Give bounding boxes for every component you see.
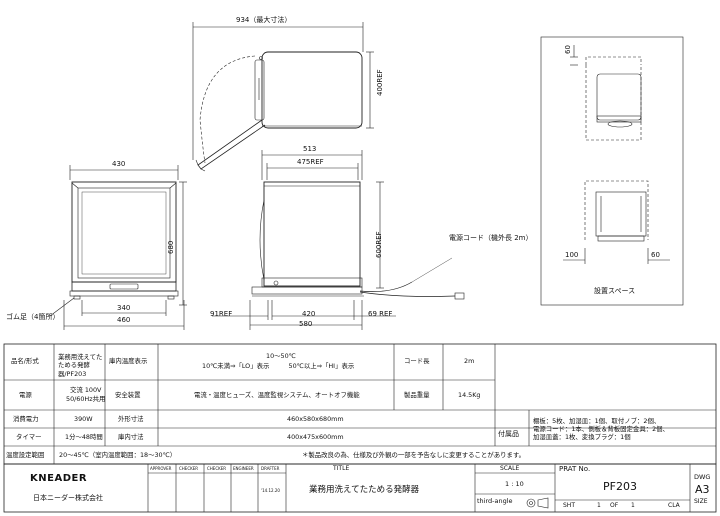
spec-temp-range-key: 温度設定範囲 <box>6 451 45 459</box>
part-no-header: PRAT No. <box>559 465 591 473</box>
drawing-title: 業務用洗えてたためる発酵器 <box>309 485 420 495</box>
spec-name-key: 品名/形式 <box>11 357 39 365</box>
of-number: 1 <box>631 502 635 509</box>
dwg-label: DWG <box>694 473 711 481</box>
dim-top-max-width: 934（最大寸法） <box>236 16 292 24</box>
spec-accessories-line2: 電源コード：1本、側板＆背板固定金具：2個、 <box>533 425 669 433</box>
checker-label-1: CHECKER <box>179 466 199 471</box>
sheet-number: 1 <box>597 502 601 509</box>
spec-consumption-key: 消費電力 <box>13 415 39 423</box>
spec-temp-display-rule: 10℃未満⇒「LO」表示 50℃以上⇒「HI」表示 <box>202 362 355 370</box>
sheet-size-value: A3 <box>695 483 710 496</box>
spec-weight-key: 製品重量 <box>404 391 430 399</box>
spec-safety-value: 電流・温度ヒューズ、温度監視システム、オートオフ機能 <box>194 391 360 399</box>
sheet-label: SHT <box>563 502 575 509</box>
dim-front-width: 430 <box>112 160 126 168</box>
spec-cord-value: 2m <box>464 357 475 365</box>
company-name: 日本ニーダー株式会社 <box>33 494 103 502</box>
spec-weight-value: 14.5Kg <box>458 391 481 399</box>
spec-name-value: 業務用洗えてたためる発酵器/PF203 <box>58 353 103 378</box>
dim-space-right: 60 <box>651 251 660 259</box>
dim-front-height: 680 <box>167 240 175 254</box>
spec-outer-dim-value: 460x580x680mm <box>287 415 344 423</box>
dim-side-ref-91: 91REF <box>210 310 233 318</box>
brand-logo: KNEADER <box>30 473 88 484</box>
approver-label: APPROVER <box>150 466 172 471</box>
dim-side-ref-width: 475REF <box>297 158 324 166</box>
label-install-space: 設置スペース <box>594 287 636 295</box>
engineer-label: ENGINEER <box>233 466 254 471</box>
front-view <box>49 165 187 330</box>
title-header: TITLE <box>333 465 350 472</box>
cla-label: CLA <box>668 502 680 509</box>
dim-side-580: 580 <box>299 320 313 328</box>
checker-label-2: CHECKER <box>207 466 227 471</box>
side-view <box>212 150 465 330</box>
spec-consumption-value: 390W <box>74 415 93 423</box>
dim-side-420: 420 <box>302 310 316 318</box>
spec-inner-dim-key: 庫内寸法 <box>118 433 144 441</box>
spec-cord-key: コード長 <box>404 357 430 365</box>
spec-notice: ＊製品改良の為、仕様及び外観の一部を予告なしに変更することがあります。 <box>302 451 526 459</box>
spec-accessories-line3: 加湿皿蓋：1枚、変換プラグ：1個 <box>533 433 631 441</box>
title-block-lines <box>3 463 717 513</box>
scale-header: SCALE <box>500 465 520 472</box>
dim-top-ref-height: 400REF <box>376 69 384 96</box>
drawing-date: '14.12.20 <box>261 488 280 493</box>
install-space-view <box>540 36 684 306</box>
part-number: PF203 <box>603 480 637 493</box>
label-rubber-feet: ゴム足（4箇所） <box>6 313 60 321</box>
scale-value: 1 : 10 <box>505 480 524 488</box>
spec-accessories-line1: 棚板：5枚、加湿皿：1個、取付ノブ：2個、 <box>533 417 661 425</box>
of-label: OF <box>610 502 619 509</box>
dim-front-foot-width: 340 <box>117 304 131 312</box>
size-label: SIZE <box>694 498 708 505</box>
spec-temp-display-range: 10～50℃ <box>266 352 296 360</box>
spec-power-voltage: 交流 100V <box>70 386 102 394</box>
dim-front-base-width: 460 <box>117 316 131 324</box>
spec-power-freq: 50/60Hz共用 <box>66 395 106 403</box>
spec-temp-display-key: 庫内温度表示 <box>109 357 148 365</box>
spec-safety-key: 安全装置 <box>115 391 141 399</box>
dim-side-ref-69: 69 REF <box>368 310 393 318</box>
dim-side-width: 513 <box>303 145 317 153</box>
spec-timer-key: タイマー <box>16 433 42 441</box>
spec-accessories-key: 付属品 <box>498 430 519 438</box>
dim-space-left: 100 <box>565 251 579 259</box>
dim-side-ref-height: 600REF <box>375 231 383 258</box>
spec-inner-dim-value: 400x475x600mm <box>287 433 344 441</box>
spec-timer-value: 1分～48時間 <box>65 433 103 441</box>
dim-space-top: 60 <box>564 45 572 54</box>
spec-power-key: 電源 <box>19 391 32 399</box>
spec-outer-dim-key: 外形寸法 <box>118 415 144 423</box>
label-power-cord: 電源コード（機外長 2m） <box>449 234 533 242</box>
top-view <box>192 22 374 172</box>
drafter-label: DRAFTER <box>261 466 280 471</box>
spec-temp-range-value: 20～45℃（室内温度範囲：18～30℃） <box>59 451 177 459</box>
projection-method: third-angle <box>477 497 513 505</box>
